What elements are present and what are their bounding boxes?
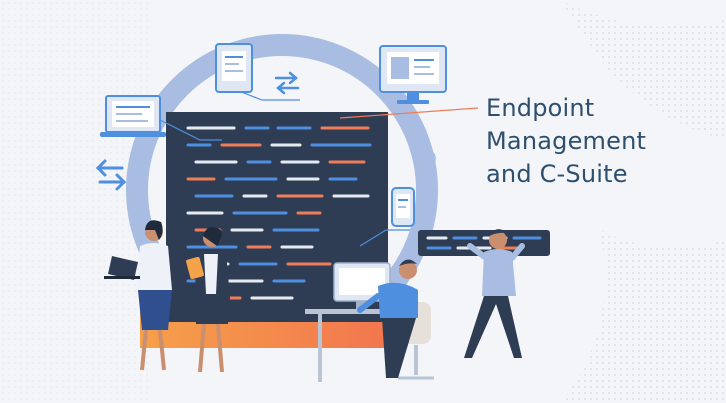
headline-line-3: and C-Suite: [486, 160, 628, 188]
headline: Endpoint Management and C-Suite: [486, 92, 722, 191]
woman-with-tablet-figure: [186, 227, 230, 373]
laptop-icon: [100, 95, 166, 137]
lightbulb-icon: [416, 148, 436, 176]
phone-icon: [391, 187, 415, 227]
monitor-icon: [379, 45, 447, 104]
desktop-computer: [333, 262, 391, 309]
sync-arrows-icon: [95, 159, 127, 191]
seated-man-figure: [357, 259, 434, 380]
dotted-pattern-right: [560, 0, 726, 403]
headline-line-2: Management: [486, 127, 647, 155]
standing-man-figure: [464, 229, 525, 358]
connector-lines: [159, 89, 410, 247]
binary-texture-left: [0, 0, 150, 403]
transfer-arrows-icon: [274, 71, 300, 95]
tablet-icon: [215, 43, 253, 93]
headline-line-1: Endpoint: [486, 94, 595, 122]
headline-connector: [339, 107, 479, 119]
desk: [305, 309, 405, 382]
woman-with-laptop-figure: [104, 220, 172, 371]
